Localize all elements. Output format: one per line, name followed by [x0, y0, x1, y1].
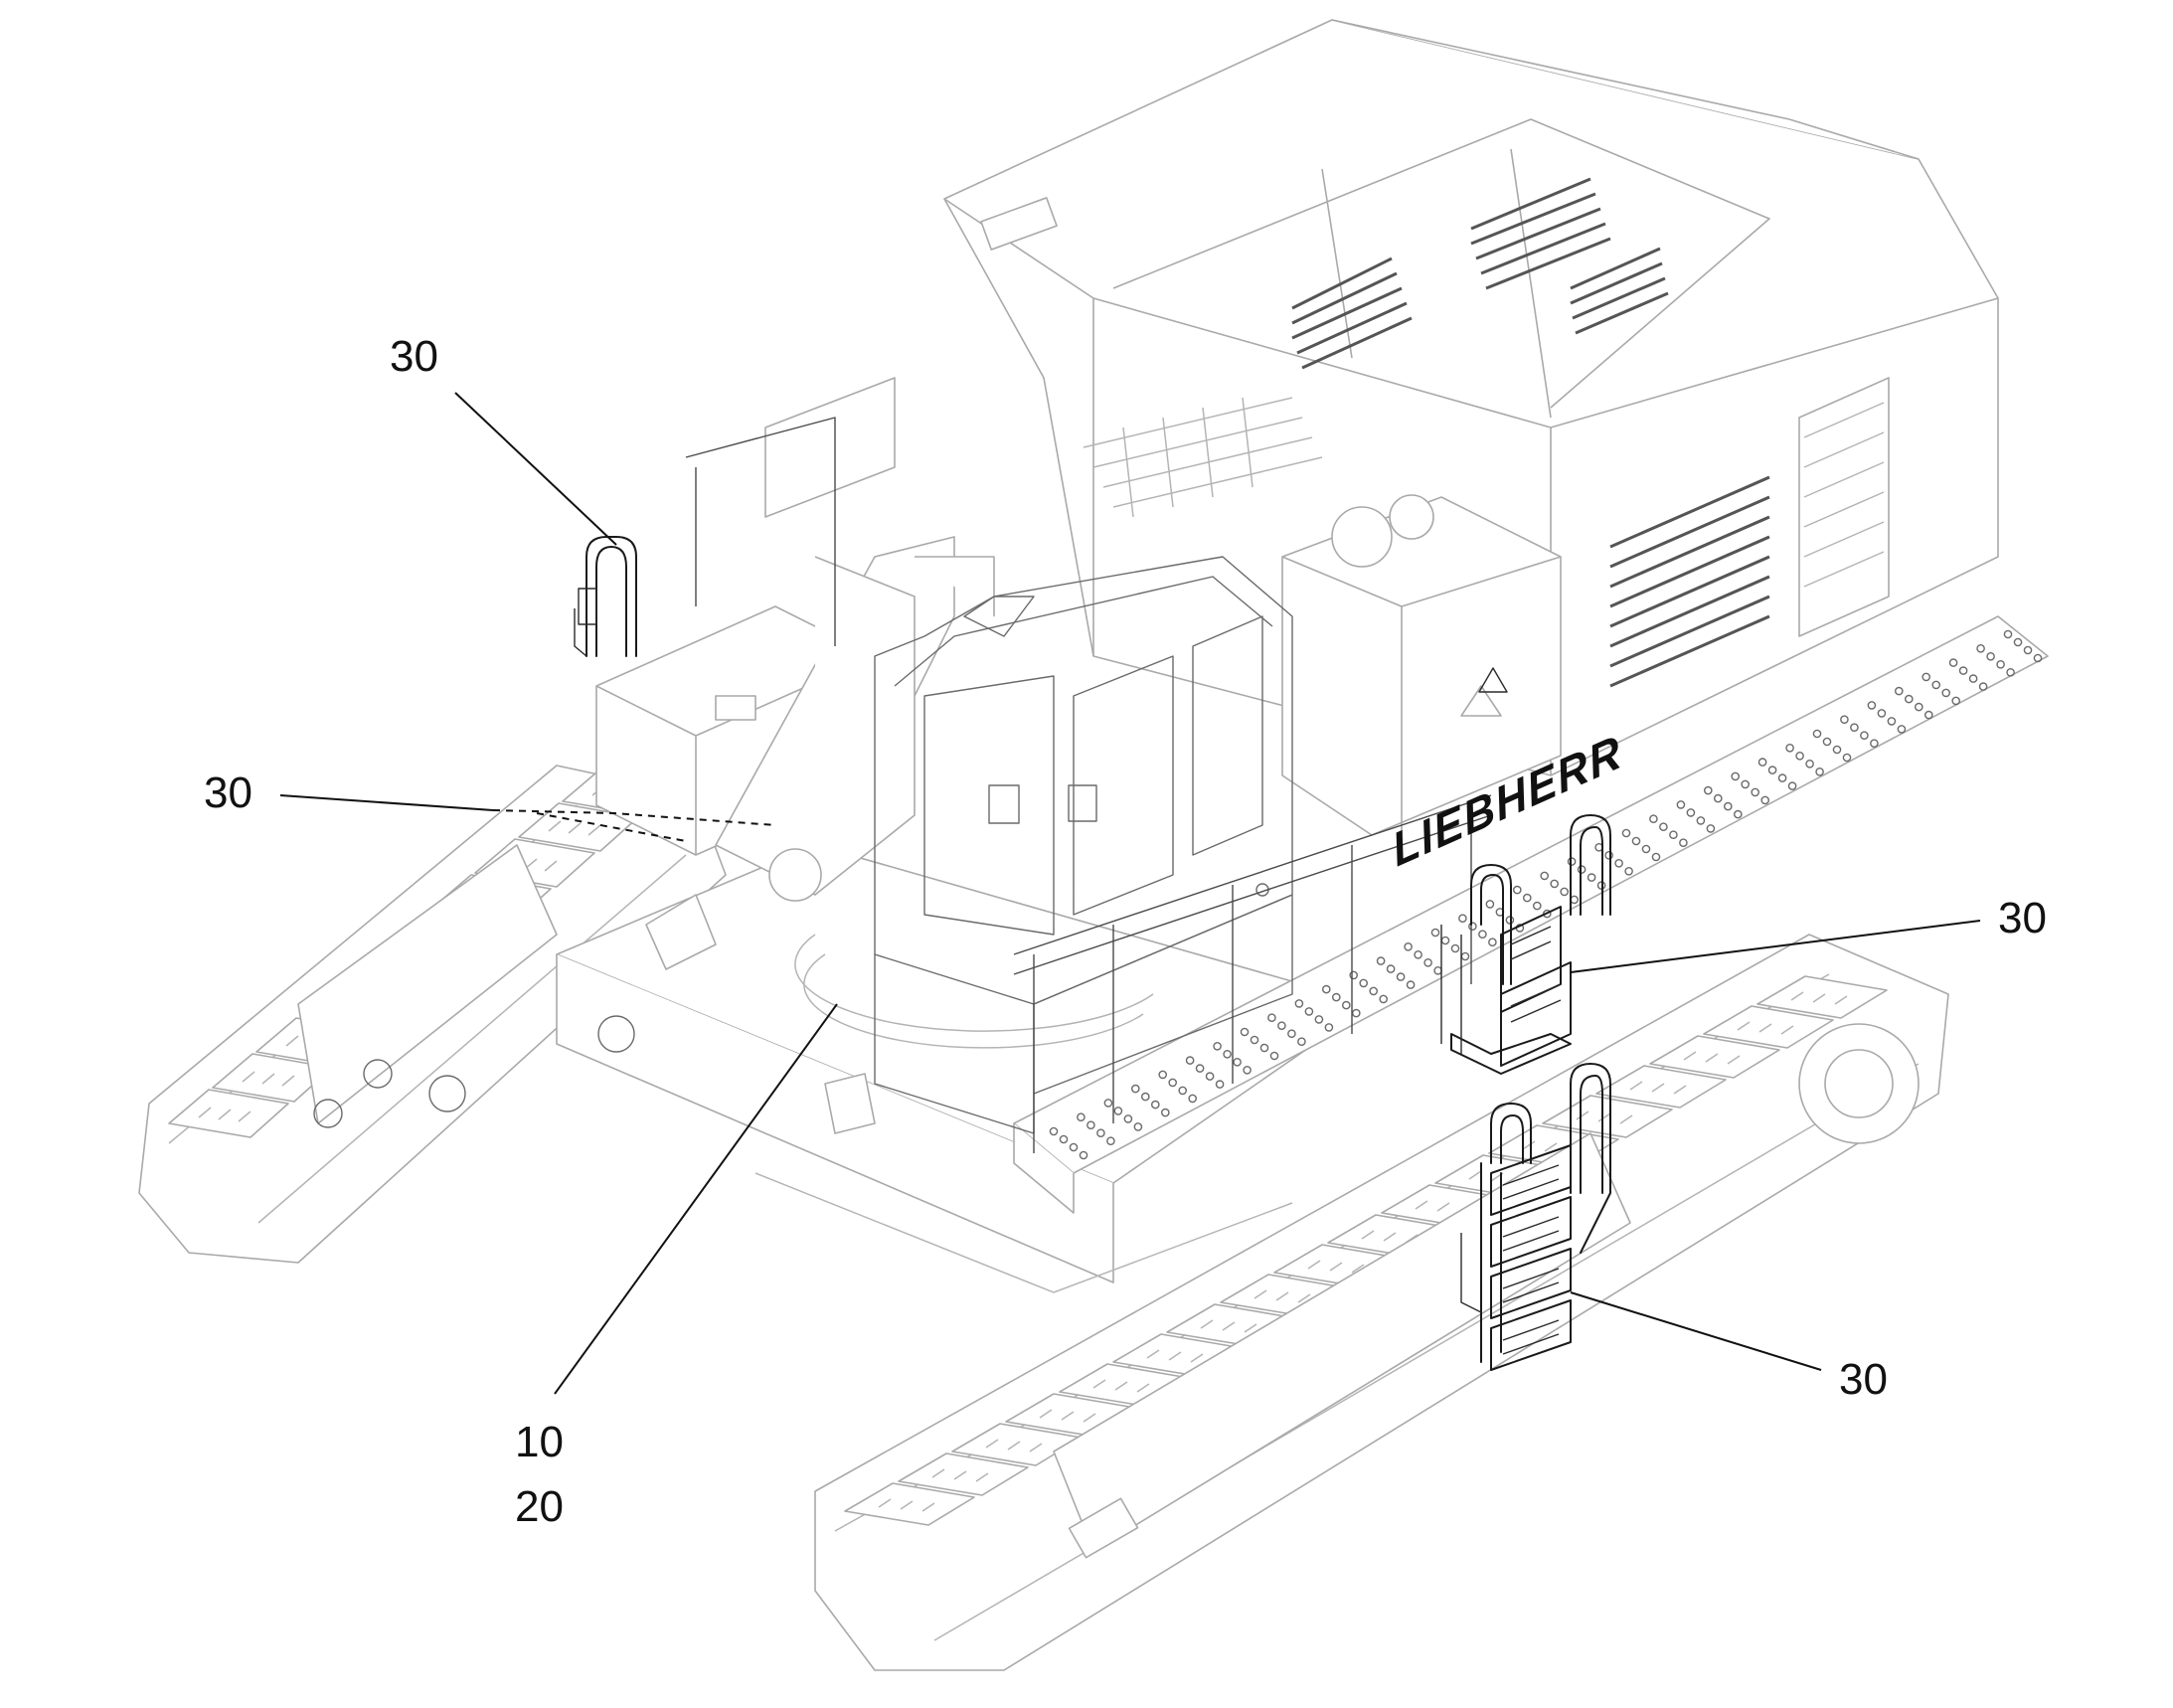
left-crawler-track	[138, 765, 727, 1264]
track-shoe	[168, 1089, 289, 1138]
ladder-step	[1490, 1299, 1572, 1371]
callout-label-cab-ref-a: 10	[515, 1418, 564, 1466]
track-shoe	[1649, 1035, 1780, 1079]
leader-ladder-left-track	[279, 794, 494, 811]
engine-grille-upper	[1291, 177, 1669, 370]
callout-label-ladder-left-track: 30	[204, 769, 252, 817]
callout-label-ladder-rear-left: 30	[390, 332, 438, 381]
track-shoe	[1542, 1095, 1673, 1138]
control-valves	[1083, 397, 1323, 518]
warning-triangle-icon	[1478, 667, 1508, 693]
boom-foot	[715, 536, 995, 902]
leader-ladder-rear-left	[454, 392, 617, 546]
callout-label-ladder-right-upper: 30	[1998, 894, 2047, 942]
leader-ladder-right-upper	[1570, 920, 1981, 973]
undercarriage	[138, 765, 1949, 1671]
track-shoe	[844, 1482, 975, 1526]
platform-handrails	[685, 417, 1492, 1153]
track-shoe	[1595, 1065, 1727, 1109]
leader-ladder-right-lower	[1570, 1291, 1822, 1371]
hydraulic-tank	[1281, 494, 1562, 836]
right-crawler-track	[814, 934, 1949, 1671]
track-shoe	[1756, 975, 1888, 1019]
engine-housing	[943, 19, 1999, 776]
ladder-step	[1490, 1144, 1572, 1216]
ladder-step	[1490, 1248, 1572, 1319]
uppercarriage	[595, 19, 2049, 1214]
track-shoe	[898, 1452, 1029, 1496]
engine-grille-side	[1609, 377, 1890, 688]
leader-ladder-left-track-hidden	[492, 809, 776, 826]
right-lower-ladder	[1460, 1063, 1611, 1371]
leader-cab	[554, 1003, 838, 1395]
ladder-step	[1490, 1196, 1572, 1268]
callout-label-cab-ref-b: 20	[515, 1482, 564, 1531]
operator-cab	[874, 556, 1293, 1134]
right-upper-ladder	[1440, 814, 1611, 1075]
track-shoe	[1703, 1005, 1834, 1049]
callout-label-ladder-right-lower: 30	[1839, 1355, 1888, 1404]
rear-left-ladder	[574, 536, 637, 657]
callout-labels: 30 30 30 30 10 20	[204, 332, 2047, 1531]
walkway-platform	[1013, 615, 2049, 1214]
leader-lines	[279, 392, 1981, 1395]
